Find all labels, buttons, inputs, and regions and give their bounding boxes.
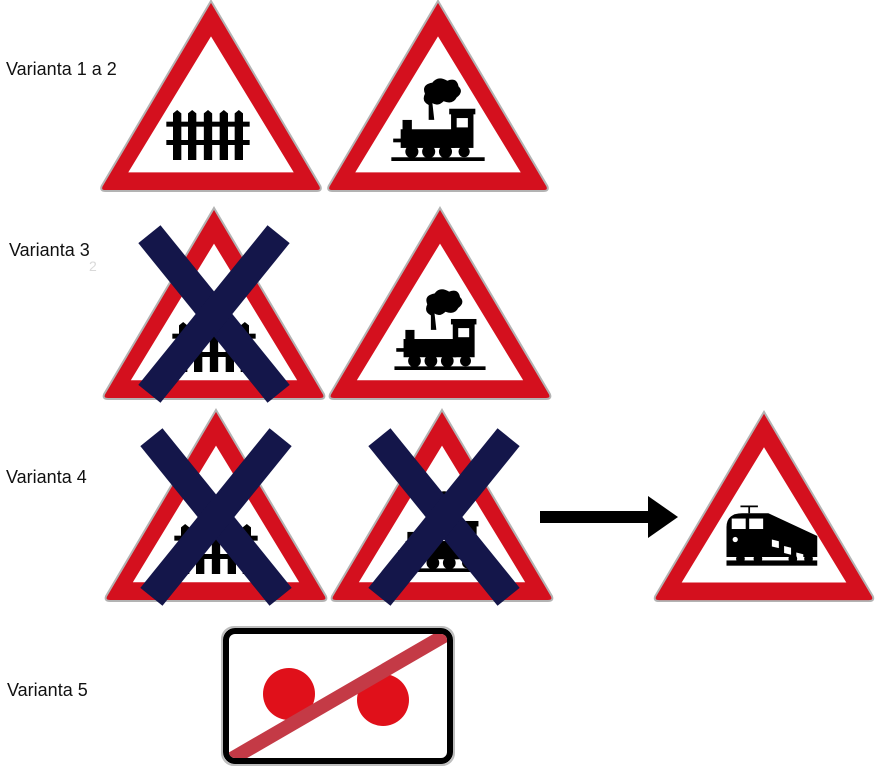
- warning-sign-steam-train: [327, 0, 549, 193]
- warning-sign-barrier: [100, 0, 322, 193]
- diagonal-cancel-band: [229, 634, 447, 758]
- row-label-variant-1-2: Varianta 1 a 2: [6, 59, 117, 79]
- cross-out-mark: [140, 428, 292, 606]
- left-red-disc: [263, 668, 315, 720]
- cross-out-mark: [138, 224, 290, 404]
- supplementary-plate: [221, 626, 455, 766]
- row-label-variant-3: Varianta 3: [9, 240, 90, 260]
- ghost-number: 2: [89, 258, 97, 274]
- right-arrow-icon: [540, 496, 678, 538]
- row-label-variant-4: Varianta 4: [6, 467, 87, 487]
- row-label-variant-5: Varianta 5: [7, 680, 88, 700]
- cross-out-mark: [368, 428, 520, 606]
- warning-sign-steam-train: [328, 206, 552, 401]
- warning-sign-electric-train: [653, 410, 875, 603]
- right-red-disc: [357, 674, 409, 726]
- barrier-fence-icon: [166, 110, 250, 160]
